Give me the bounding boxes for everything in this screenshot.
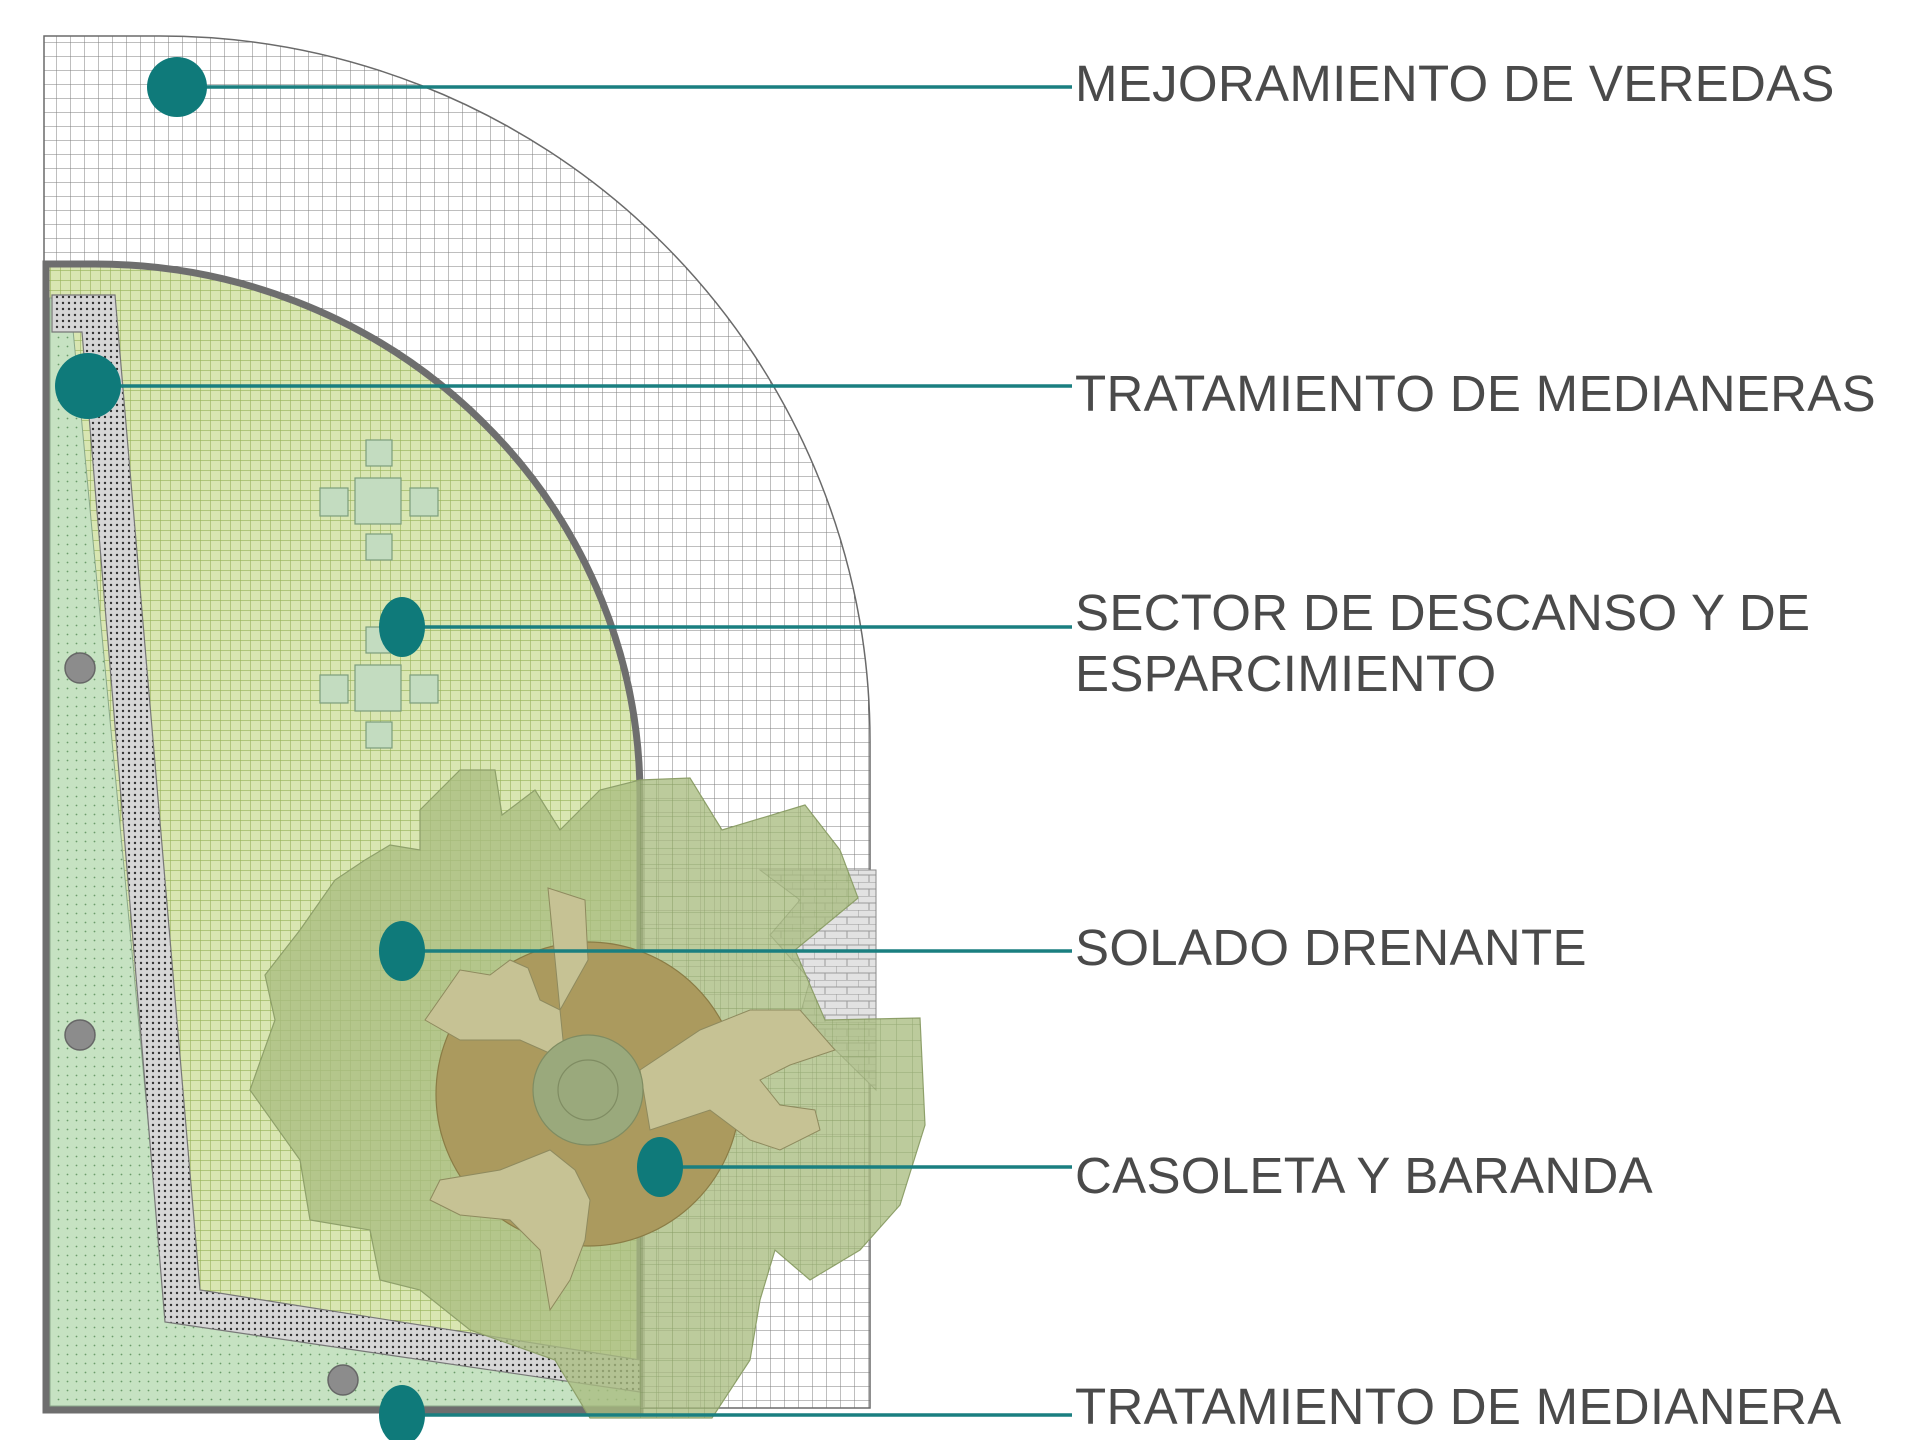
label-sector-descanso-line1: SECTOR DE DESCANSO Y DE [1075, 584, 1810, 641]
marker-medianeras [55, 353, 121, 419]
label-sector-descanso-line2: ESPARCIMIENTO [1075, 645, 1496, 702]
marker-solado [379, 921, 425, 981]
label-tratamiento-medianera: TRATAMIENTO DE MEDIANERA [1075, 1378, 1842, 1435]
post-marker [64, 1019, 96, 1051]
label-solado-drenante: SOLADO DRENANTE [1075, 919, 1587, 976]
post-marker [327, 1364, 359, 1396]
label-tratamiento-medianeras: TRATAMIENTO DE MEDIANERAS [1075, 365, 1876, 422]
tree-roots [429, 1149, 591, 1312]
tree-trunk-outer [532, 1034, 644, 1146]
tree-trunk-inner [557, 1059, 619, 1121]
label-mejoramiento-veredas: MEJORAMIENTO DE VEREDAS [1075, 55, 1835, 112]
post-marker [64, 652, 96, 684]
marker-medianera [379, 1385, 425, 1440]
canopy-grid-overlay [640, 778, 925, 1418]
marker-descanso [379, 597, 425, 657]
label-casoleta-baranda: CASOLETA Y BARANDA [1075, 1147, 1653, 1204]
marker-casoleta [637, 1137, 683, 1197]
tree-roots [639, 1009, 836, 1151]
marker-veredas [147, 57, 207, 117]
seating-group-upper [319, 439, 439, 561]
